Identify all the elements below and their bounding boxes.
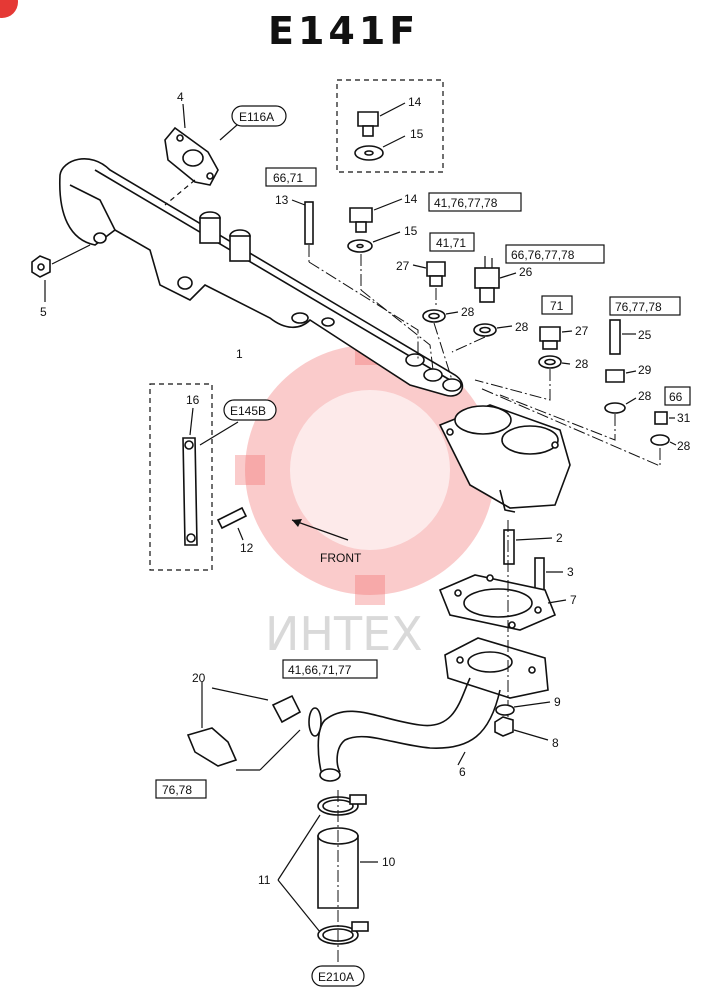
ref-e145b[interactable]: E145B <box>223 399 277 421</box>
stud-part-12 <box>216 506 248 541</box>
model-box-41-71: 41,71 <box>429 232 475 252</box>
model-box-71: 71 <box>541 295 573 315</box>
stud-part-13 <box>291 199 419 360</box>
callout-31: 31 <box>677 411 691 425</box>
callout-8: 8 <box>552 736 559 750</box>
leader-11b <box>277 879 321 933</box>
model-box-66: 66 <box>664 386 691 406</box>
plug-part-27b <box>539 326 573 350</box>
svg-text:71: 71 <box>550 299 564 313</box>
nut-part-8 <box>494 716 549 741</box>
front-arrow: FRONT <box>291 519 362 565</box>
callout-28-a: 28 <box>461 305 475 319</box>
svg-text:66,76,77,78: 66,76,77,78 <box>511 248 575 262</box>
page-title: E141F <box>268 9 419 53</box>
sensor-part-26 <box>474 256 517 303</box>
svg-text:E145B: E145B <box>230 404 266 418</box>
centerline-far-right <box>479 387 661 467</box>
ref-e210a[interactable]: E210A <box>311 965 365 987</box>
bolt-part-14 <box>349 198 403 233</box>
callout-3: 3 <box>567 565 574 579</box>
svg-text:76,78: 76,78 <box>162 783 192 797</box>
gasket-part-4 <box>164 103 238 206</box>
svg-text:76,77,78: 76,77,78 <box>615 300 662 314</box>
callout-6: 6 <box>459 765 466 779</box>
callout-28-b: 28 <box>515 320 529 334</box>
inset-box-bracket <box>149 383 213 571</box>
stud-part-3 <box>534 557 563 591</box>
callout-16: 16 <box>186 393 200 407</box>
washer-part-28c <box>474 355 571 401</box>
washer-part-9 <box>495 701 551 716</box>
model-box-76-77-78: 76,77,78 <box>609 296 681 316</box>
gasket-part-7 <box>438 574 567 631</box>
stud-part-2 <box>503 529 553 565</box>
bracket-part-16 <box>182 407 239 546</box>
front-label: FRONT <box>320 551 362 565</box>
nut-part-5 <box>31 244 91 302</box>
model-box-76-78: 76,78 <box>155 779 207 799</box>
callout-2: 2 <box>556 531 563 545</box>
washer-part-15-inset <box>354 135 406 161</box>
ref-e116a[interactable]: E116A <box>231 105 287 127</box>
svg-text:41,76,77,78: 41,76,77,78 <box>434 196 498 210</box>
callout-14: 14 <box>404 192 418 206</box>
plug-part-27 <box>412 261 446 305</box>
callout-10: 10 <box>382 855 396 869</box>
callout-29: 29 <box>638 363 652 377</box>
corner-badge <box>0 0 18 18</box>
svg-text:66,71: 66,71 <box>273 171 303 185</box>
svg-text:E116A: E116A <box>239 110 274 124</box>
callout-9: 9 <box>554 695 561 709</box>
callout-11: 11 <box>258 873 271 887</box>
callout-20: 20 <box>192 671 206 685</box>
callout-27-right: 27 <box>575 324 589 338</box>
clamp-part-11-bottom <box>317 921 369 945</box>
inset-box-bolt-washer <box>336 79 444 173</box>
callout-28-c: 28 <box>575 357 589 371</box>
plug-part-29 <box>605 369 637 383</box>
callout-15-inset: 15 <box>410 127 424 141</box>
callout-7: 7 <box>570 593 577 607</box>
callout-1: 1 <box>236 347 243 361</box>
washer-part-28a <box>422 309 459 381</box>
watermark-text: ИНТЕХ <box>265 607 423 661</box>
svg-text:E210A: E210A <box>318 970 354 984</box>
svg-text:41,66,71,77: 41,66,71,77 <box>288 663 352 677</box>
pipe-part-6 <box>308 677 501 782</box>
hose-part-10 <box>317 827 378 909</box>
pipe-flange <box>444 637 549 699</box>
callout-26: 26 <box>519 265 533 279</box>
callout-14-inset: 14 <box>408 95 422 109</box>
callout-25: 25 <box>638 328 652 342</box>
callout-4: 4 <box>177 90 184 104</box>
callout-15: 15 <box>404 224 418 238</box>
model-box-41-66-71-77: 41,66,71,77 <box>282 659 378 679</box>
callout-28-e: 28 <box>677 439 691 453</box>
bolt-part-14-inset <box>357 102 406 137</box>
plug-part-20 <box>186 682 302 771</box>
svg-text:41,71: 41,71 <box>436 236 466 250</box>
plug-part-31 <box>654 411 675 425</box>
callout-5: 5 <box>40 305 47 319</box>
pin-part-25 <box>609 319 636 355</box>
washer-part-28b <box>451 323 513 353</box>
svg-text:66: 66 <box>669 390 683 404</box>
model-box-41-76-77-78: 41,76,77,78 <box>428 192 522 212</box>
callout-27-left: 27 <box>396 259 410 273</box>
model-box-66-71: 66,71 <box>265 167 317 187</box>
washer-part-28e <box>650 434 677 446</box>
washer-part-28d <box>604 397 637 414</box>
manifold-part-1 <box>59 158 571 513</box>
washer-part-15 <box>347 231 434 371</box>
leader-11a <box>277 814 321 881</box>
model-box-66-76-77-78: 66,76,77,78 <box>505 244 605 264</box>
clamp-part-11-top <box>317 794 367 816</box>
callout-28-d: 28 <box>638 389 652 403</box>
callout-13: 13 <box>275 193 289 207</box>
centerline-right <box>499 394 616 441</box>
callout-12: 12 <box>240 541 254 555</box>
